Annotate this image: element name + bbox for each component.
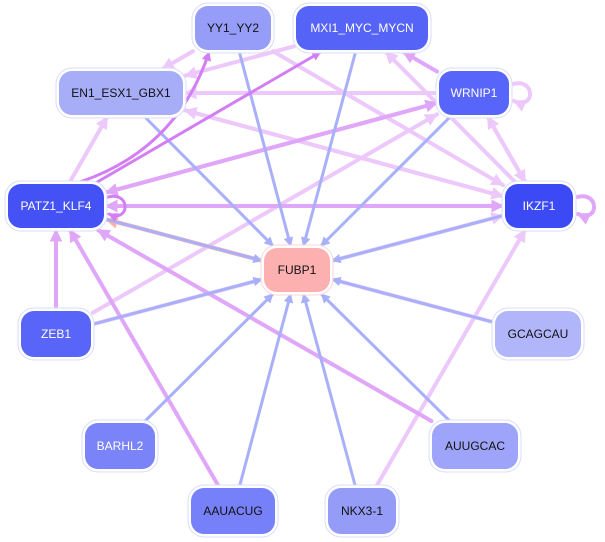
node-box[interactable] — [495, 311, 581, 357]
node-box[interactable] — [8, 184, 104, 228]
edge-en1-esx1-gbx1-to-ikzf1 — [183, 108, 505, 200]
node-barhl2[interactable]: BARHL2 — [81, 419, 159, 473]
node-label: ZEB1 — [41, 327, 71, 341]
edge-aauacug-to-patz1-klf4 — [67, 228, 221, 488]
node-box[interactable] — [191, 488, 275, 534]
node-wrnip1[interactable]: WRNIP1 — [435, 67, 513, 119]
edge-patz1-klf4-to-fubp1 — [104, 217, 264, 264]
node-fubp1[interactable]: FUBP1 — [260, 244, 334, 296]
edge-patz1-klf4-to-wrnip1 — [104, 99, 439, 195]
node-label: WRNIP1 — [451, 86, 498, 100]
node-auugcac[interactable]: AUUGCAC — [428, 419, 522, 473]
edge-patz1-klf4-to-yy1-yy2 — [78, 50, 211, 184]
node-box[interactable] — [85, 423, 155, 469]
edge-patz1-klf4-to-mxi1-myc-mycn — [95, 50, 323, 184]
node-box[interactable] — [21, 311, 91, 357]
edge-wrnip1-to-ikzf1 — [485, 115, 528, 184]
edge-zeb1-to-wrnip1 — [91, 112, 439, 315]
node-box[interactable] — [439, 71, 509, 115]
node-en1-esx1-gbx1[interactable]: EN1_ESX1_GBX1 — [55, 67, 187, 119]
node-patz1-klf4[interactable]: PATZ1_KLF4 — [4, 180, 108, 232]
edge-wrnip1-to-fubp1 — [319, 115, 452, 248]
node-box[interactable] — [296, 6, 428, 50]
edge-nkx3-1-to-fubp1 — [301, 292, 357, 488]
edge-zeb1-to-fubp1 — [91, 276, 264, 326]
node-box[interactable] — [328, 488, 396, 534]
node-aauacug[interactable]: AAUACUG — [187, 484, 279, 538]
node-label: FUBP1 — [278, 263, 317, 277]
edge-mxi1-myc-mycn-to-fubp1 — [301, 50, 358, 248]
node-gcagcau[interactable]: GCAGCAU — [491, 307, 585, 361]
edge-yy1-yy2-to-en1-esx1-gbx1 — [160, 49, 195, 71]
nodes-layer: YY1_YY2 MXI1_MYC_MYCN EN1_ESX1_GBX1 WRNIP1P… — [4, 2, 585, 538]
node-label: EN1_ESX1_GBX1 — [71, 86, 171, 100]
edge-wrnip1-to-wrnip1 — [508, 81, 532, 112]
node-box[interactable] — [195, 6, 271, 50]
edge-ikzf1-to-fubp1 — [330, 214, 505, 264]
edge-gcagcau-to-fubp1 — [330, 276, 495, 324]
node-nkx3-1[interactable]: NKX3-1 — [324, 484, 400, 538]
node-box[interactable] — [505, 184, 573, 228]
node-label: MXI1_MYC_MYCN — [310, 21, 413, 35]
edge-patz1-klf4-to-en1-esx1-gbx1 — [67, 115, 110, 184]
node-zeb1[interactable]: ZEB1 — [17, 307, 95, 361]
node-label: YY1_YY2 — [207, 21, 259, 35]
node-yy1-yy2[interactable]: YY1_YY2 — [191, 2, 275, 54]
node-box[interactable] — [432, 423, 518, 469]
edge-auugcac-to-patz1-klf4 — [95, 228, 434, 423]
edge-yy1-yy2-to-fubp1 — [237, 50, 294, 248]
node-label: GCAGCAU — [508, 327, 569, 341]
node-label: PATZ1_KLF4 — [21, 199, 92, 213]
node-label: BARHL2 — [97, 439, 144, 453]
node-label: IKZF1 — [523, 199, 556, 213]
node-mxi1-myc-mycn[interactable]: MXI1_MYC_MYCN — [292, 2, 432, 54]
node-box[interactable] — [59, 71, 183, 115]
edge-auugcac-to-fubp1 — [319, 292, 452, 423]
node-label: AUUGCAC — [445, 439, 505, 453]
edge-en1-esx1-gbx1-to-fubp1 — [143, 115, 275, 248]
edge-wrnip1-to-mxi1-myc-mycn — [401, 50, 439, 74]
edge-nkx3-1-to-ikzf1 — [374, 228, 528, 488]
edge-patz1-klf4-to-patz1-klf4 — [103, 194, 127, 222]
edge-ikzf1-to-ikzf1 — [572, 194, 596, 225]
node-label: AAUACUG — [203, 504, 262, 518]
edge-barhl2-to-fubp1 — [143, 292, 275, 423]
node-label: NKX3-1 — [341, 504, 383, 518]
edge-aauacug-to-fubp1 — [238, 292, 294, 488]
node-ikzf1[interactable]: IKZF1 — [501, 180, 577, 232]
node-box[interactable] — [264, 248, 330, 292]
